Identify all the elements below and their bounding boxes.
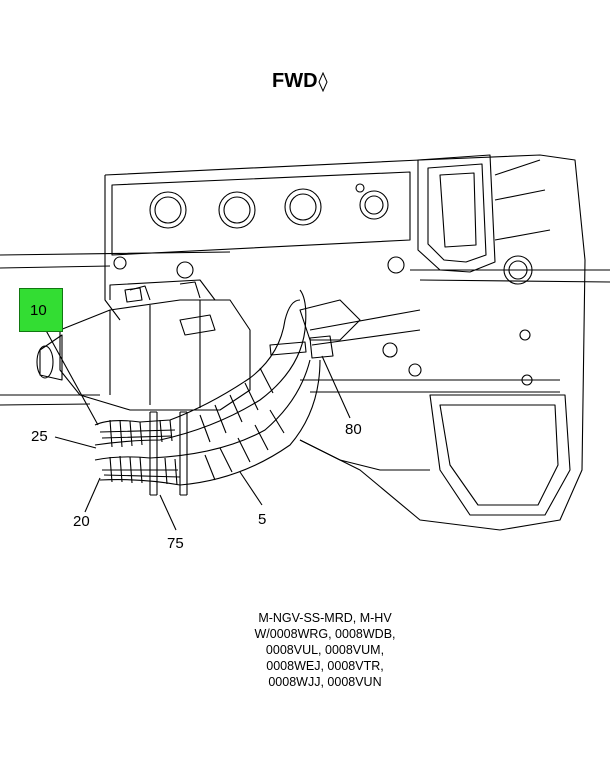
callout-10-highlight[interactable]: 10 [19, 288, 63, 332]
callout-25-label[interactable]: 25 [31, 428, 48, 445]
caption-line: 0008VUL, 0008VUM, [265, 643, 385, 657]
caption-line: M-NGV-SS-MRD, M-HV [258, 611, 392, 625]
callout-75-label[interactable]: 75 [167, 535, 184, 552]
leader-line-10 [42, 324, 99, 426]
fwd-label: FWD [272, 70, 318, 92]
leader-line-25 [54, 436, 97, 449]
leader-line-20 [84, 477, 101, 513]
leader-line-5 [239, 471, 263, 506]
caption-line: 0008WJJ, 0008VUN [268, 675, 382, 689]
leader-line-75 [159, 494, 177, 531]
callout-10-label: 10 [30, 302, 47, 319]
callout-5-label[interactable]: 5 [258, 511, 267, 528]
applicability-caption: M-NGV-SS-MRD, M-HV W/0008WRG, 0008WDB, 0… [230, 610, 420, 690]
fwd-arrow-icon [318, 72, 328, 92]
caption-line: W/0008WRG, 0008WDB, [254, 627, 396, 641]
callout-80-label[interactable]: 80 [345, 421, 362, 438]
caption-line: 0008WEJ, 0008VTR, [266, 659, 384, 673]
leader-line-80 [321, 355, 351, 419]
callout-20-label[interactable]: 20 [73, 513, 90, 530]
